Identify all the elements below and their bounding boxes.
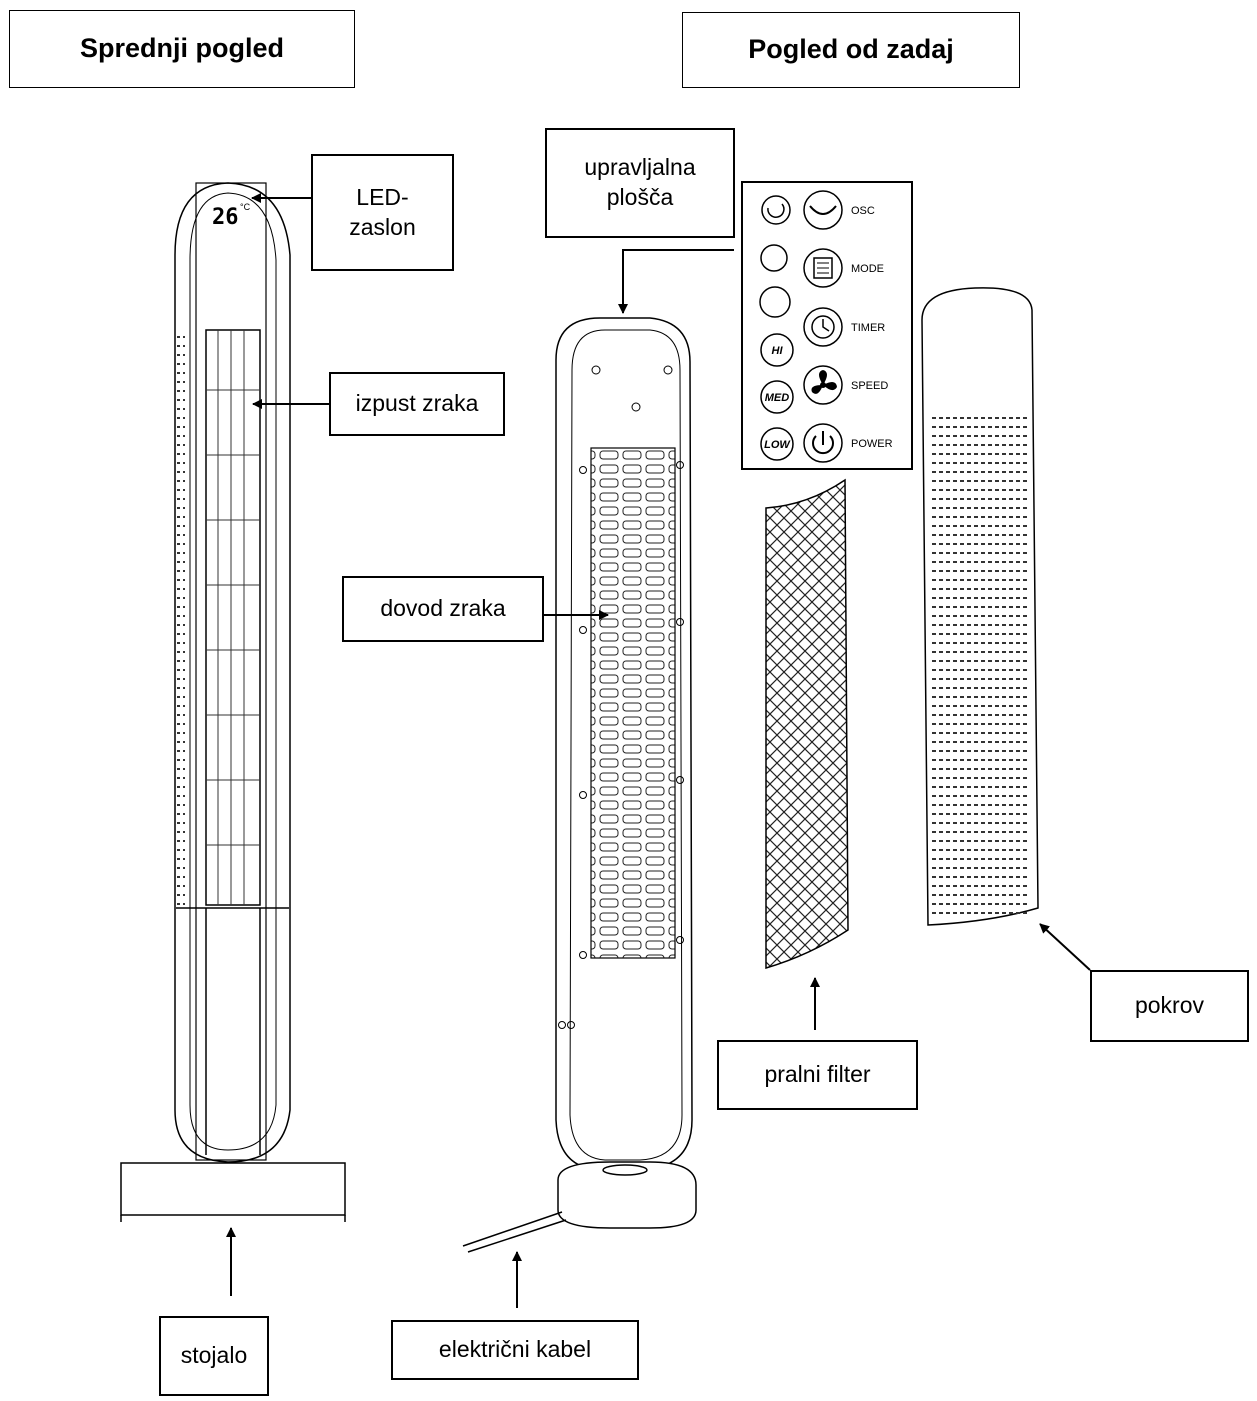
sleep-icon <box>760 244 788 272</box>
front-stand <box>120 1162 346 1222</box>
panel-mode-label: MODE <box>851 263 884 275</box>
back-view-title-text: Pogled od zadaj <box>748 34 954 65</box>
power-cable-label-text: električni kabel <box>438 1336 592 1363</box>
washable-filter-label-text: pralni filter <box>764 1061 871 1088</box>
panel-timer-label: TIMER <box>851 322 885 334</box>
air-inlet-label: dovod zraka <box>342 576 544 642</box>
panel-label-line1: upravljalna <box>584 154 696 181</box>
panel-osc-label: OSC <box>851 205 875 217</box>
control-panel-label: upravljalna plošča <box>545 128 735 238</box>
panel-speed-label: SPEED <box>851 380 888 392</box>
panel-label-line2: plošča <box>606 184 674 210</box>
led-display-unit: °C <box>240 202 251 212</box>
power-cable <box>462 1211 567 1253</box>
stand-label-text: stojalo <box>180 1342 248 1369</box>
hi-button-icon <box>760 333 794 367</box>
air-outlet-label: izpust zraka <box>329 372 505 436</box>
air-outlet-label-text: izpust zraka <box>355 390 479 417</box>
front-view-title-text: Sprednji pogled <box>79 33 284 64</box>
osc-icon <box>803 190 843 230</box>
back-inlet-grille <box>590 447 676 959</box>
panel-hi-label: HI <box>772 345 784 357</box>
panel-low-label: LOW <box>764 439 791 451</box>
callout-arrows <box>226 193 1091 1308</box>
front-tower <box>174 182 291 1163</box>
washable-filter <box>765 478 849 970</box>
natural-wind-icon <box>759 286 791 318</box>
rotate-icon <box>761 195 791 225</box>
led-label-line1: LED- <box>356 183 409 210</box>
back-tower <box>555 317 697 1229</box>
led-display-label: LED- zaslon <box>311 154 454 271</box>
cover-label: pokrov <box>1090 970 1249 1042</box>
med-button-icon <box>760 380 794 414</box>
cover-perforation <box>932 410 1027 915</box>
stand-label: stojalo <box>159 1316 269 1396</box>
back-view-title: Pogled od zadaj <box>682 12 1020 88</box>
panel-med-label: MED <box>765 392 790 404</box>
side-vent <box>177 335 185 905</box>
washable-filter-label: pralni filter <box>717 1040 918 1110</box>
back-screws <box>558 365 684 1029</box>
air-inlet-label-text: dovod zraka <box>380 595 506 622</box>
front-view-title: Sprednji pogled <box>9 10 355 88</box>
outlet-grille <box>206 330 260 905</box>
panel-power-label: POWER <box>851 438 893 450</box>
cover-label-text: pokrov <box>1134 992 1205 1019</box>
led-display-reading: 26 <box>212 205 239 230</box>
led-label-line2: zaslon <box>349 213 416 240</box>
control-panel: HI MED LOW OSC MODE TIMER SPEED POWER <box>741 181 913 470</box>
low-button-icon <box>760 427 794 461</box>
power-cable-label: električni kabel <box>391 1320 639 1380</box>
